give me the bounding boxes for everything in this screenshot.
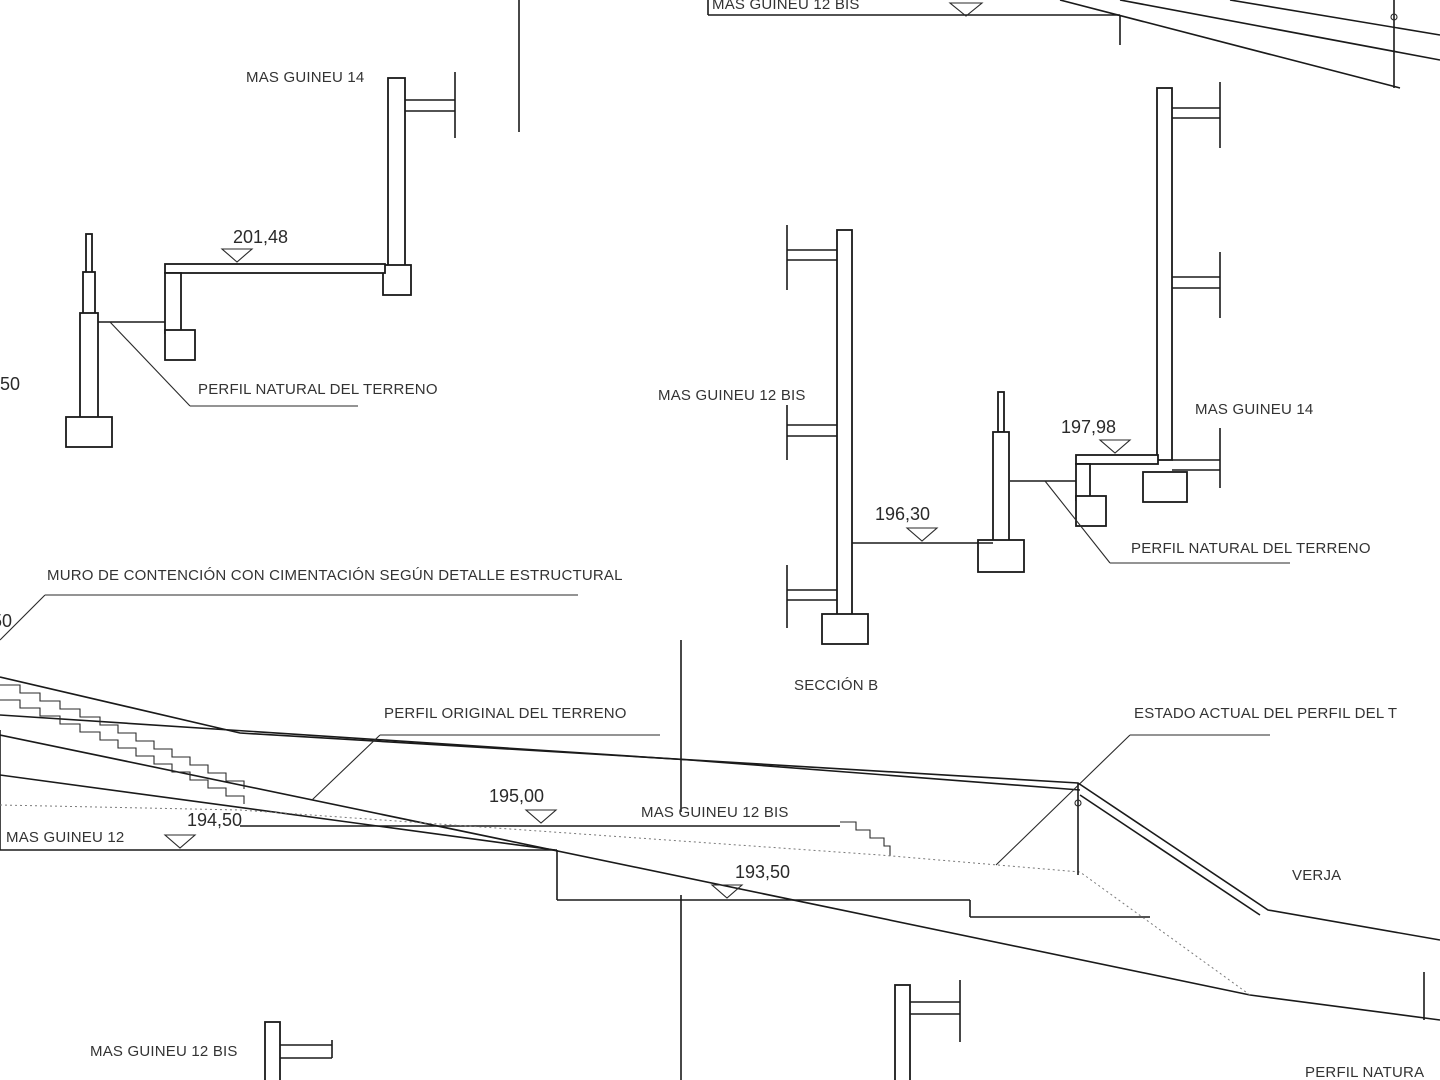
label-perfil-original: PERFIL ORIGINAL DEL TERRENO — [384, 705, 627, 722]
left-upper-section — [65, 72, 456, 448]
top-strip — [518, 0, 1440, 132]
lower-longitudinal-section — [0, 594, 1440, 1080]
label-mas-guineu-14-left: MAS GUINEU 14 — [246, 69, 364, 86]
label-mas-guineu-12-bis-mid: MAS GUINEU 12 BIS — [658, 387, 806, 404]
elevation-196-30: 196,30 — [875, 504, 930, 524]
right-upper-section — [977, 82, 1290, 573]
label-muro-contencion: MURO DE CONTENCIÓN CON CIMENTACIÓN SEGÚN… — [47, 567, 623, 584]
elevation-197-98: 197,98 — [1061, 417, 1116, 437]
elevation-193-50: 193,50 — [735, 862, 790, 882]
label-mas-guineu-12-bis-top: MAS GUINEU 12 BIS — [712, 0, 860, 13]
label-mas-guineu-12: MAS GUINEU 12 — [6, 829, 124, 846]
bottom-details — [264, 980, 961, 1080]
middle-wall — [786, 225, 993, 645]
label-mas-guineu-14-right: MAS GUINEU 14 — [1195, 401, 1313, 418]
elevation-edge-top: 50 — [0, 374, 20, 394]
label-mas-guineu-12-bis-low: MAS GUINEU 12 BIS — [641, 804, 789, 821]
label-perfil-natural-left: PERFIL NATURAL DEL TERRENO — [198, 381, 438, 398]
label-perfil-natural-bottom: PERFIL NATURA — [1305, 1064, 1424, 1080]
label-perfil-natural-right: PERFIL NATURAL DEL TERRENO — [1131, 540, 1371, 557]
label-seccion-b: SECCIÓN B — [794, 677, 878, 694]
label-estado-actual: ESTADO ACTUAL DEL PERFIL DEL T — [1134, 705, 1397, 722]
elevation-201-48: 201,48 — [233, 227, 288, 247]
label-verja: VERJA — [1292, 867, 1341, 884]
elevation-194-50: 194,50 — [187, 810, 242, 830]
elevation-195-00: 195,00 — [489, 786, 544, 806]
elevation-edge-mid: 50 — [0, 611, 12, 631]
label-mas-guineu-12-bis-bottom: MAS GUINEU 12 BIS — [90, 1043, 238, 1060]
